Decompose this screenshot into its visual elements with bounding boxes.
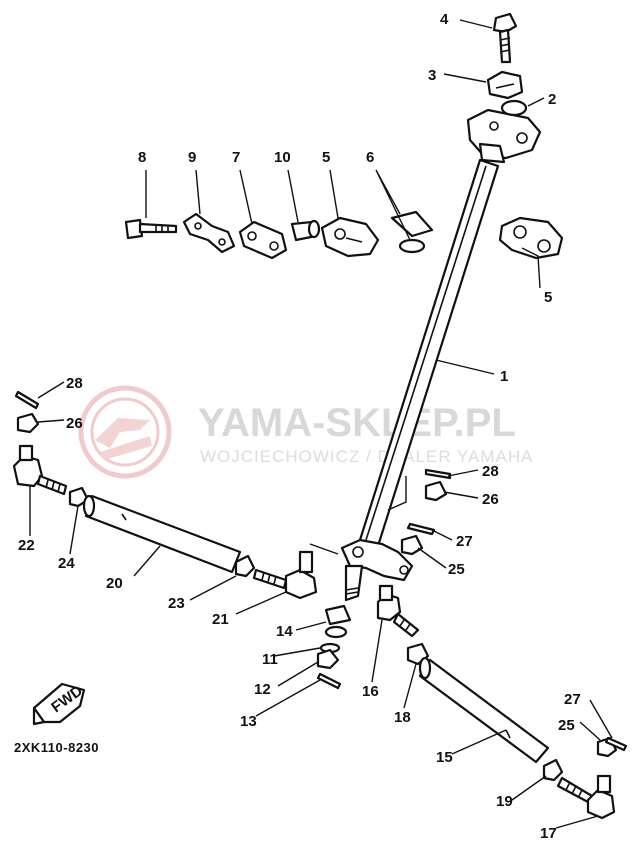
callout-24: 24 — [58, 555, 75, 572]
right-bracket — [498, 216, 564, 260]
left-bracket — [320, 216, 380, 258]
watermark-subtitle: WOJCIECHOWICZ / DEALER YAMAHA — [200, 447, 533, 466]
callout-18: 18 — [394, 709, 411, 726]
ring-set — [390, 210, 434, 254]
callout-21: 21 — [212, 611, 229, 628]
mid-castle-nut-upper — [424, 480, 448, 502]
right-inner-tie-rod-end — [376, 584, 420, 638]
callout-17: 17 — [540, 825, 557, 842]
callout-2: 2 — [548, 91, 556, 108]
callout-16: 16 — [362, 683, 379, 700]
right-outer-tie-rod-end — [556, 774, 616, 820]
callout-9: 9 — [188, 149, 196, 166]
mid-cotter-pin-upper — [424, 468, 452, 480]
watermark-title: YAMA-SKLEP.PL — [198, 401, 516, 445]
steering-shaft — [340, 108, 542, 602]
callout-5-right: 5 — [544, 289, 552, 306]
right-tie-rod — [418, 656, 550, 764]
leader-lines — [29, 19, 613, 829]
diagram-code: 2XK110-8230 — [14, 740, 99, 755]
callout-15: 15 — [436, 749, 453, 766]
pivot-bushing — [324, 604, 352, 639]
pivot-cotter-pin — [316, 672, 342, 690]
left-castle-nut — [16, 412, 40, 434]
callout-20: 20 — [106, 575, 123, 592]
callout-11: 11 — [262, 651, 278, 668]
upper-bushing — [500, 99, 528, 117]
collar — [290, 219, 321, 242]
callout-19: 19 — [496, 793, 513, 810]
left-inner-tie-rod-end — [252, 550, 318, 600]
callout-7: 7 — [232, 149, 240, 166]
callout-25-right: 25 — [558, 717, 575, 734]
locking-plate — [182, 212, 236, 254]
callout-28-mid: 28 — [482, 463, 499, 480]
left-tie-rod — [82, 494, 242, 574]
bracket-bolt — [124, 218, 178, 240]
callout-22: 22 — [18, 537, 35, 554]
watermark: YAMA-SKLEP.PL WOJCIECHOWICZ / DEALER YAM… — [78, 385, 533, 479]
watermark-logo — [78, 385, 172, 479]
left-inner-locknut — [234, 554, 256, 578]
callout-28-left: 28 — [66, 375, 83, 392]
mid-castle-nut-lower — [400, 534, 424, 556]
callout-labels: 1 2 3 4 5 5 6 7 8 9 10 11 12 13 14 15 16… — [18, 11, 581, 842]
mid-cotter-pin-lower — [406, 522, 436, 536]
callout-3: 3 — [428, 67, 436, 84]
callout-23: 23 — [168, 595, 185, 612]
callout-8: 8 — [138, 149, 146, 166]
callout-27-mid: 27 — [456, 533, 473, 550]
fwd-arrow: FWD — [32, 682, 86, 726]
pivot-nut — [316, 648, 340, 670]
left-cotter-pin — [14, 390, 40, 410]
top-bolt — [492, 12, 518, 64]
callout-6: 6 — [366, 149, 374, 166]
callout-12: 12 — [254, 681, 271, 698]
callout-26-mid: 26 — [482, 491, 499, 508]
callout-27-right: 27 — [564, 691, 581, 708]
callout-10: 10 — [274, 149, 291, 166]
right-outer-locknut — [542, 758, 564, 782]
callout-1: 1 — [500, 368, 508, 385]
callout-26-left: 26 — [66, 415, 83, 432]
bracket-plate — [238, 220, 288, 260]
top-clamp — [486, 70, 524, 100]
left-outer-tie-rod-end — [12, 444, 68, 496]
callout-25-mid: 25 — [448, 561, 465, 578]
callout-5-left: 5 — [322, 149, 330, 166]
callout-13: 13 — [240, 713, 257, 730]
right-cotter-pin — [604, 736, 628, 752]
callout-4: 4 — [440, 11, 449, 28]
callout-14: 14 — [276, 623, 293, 640]
